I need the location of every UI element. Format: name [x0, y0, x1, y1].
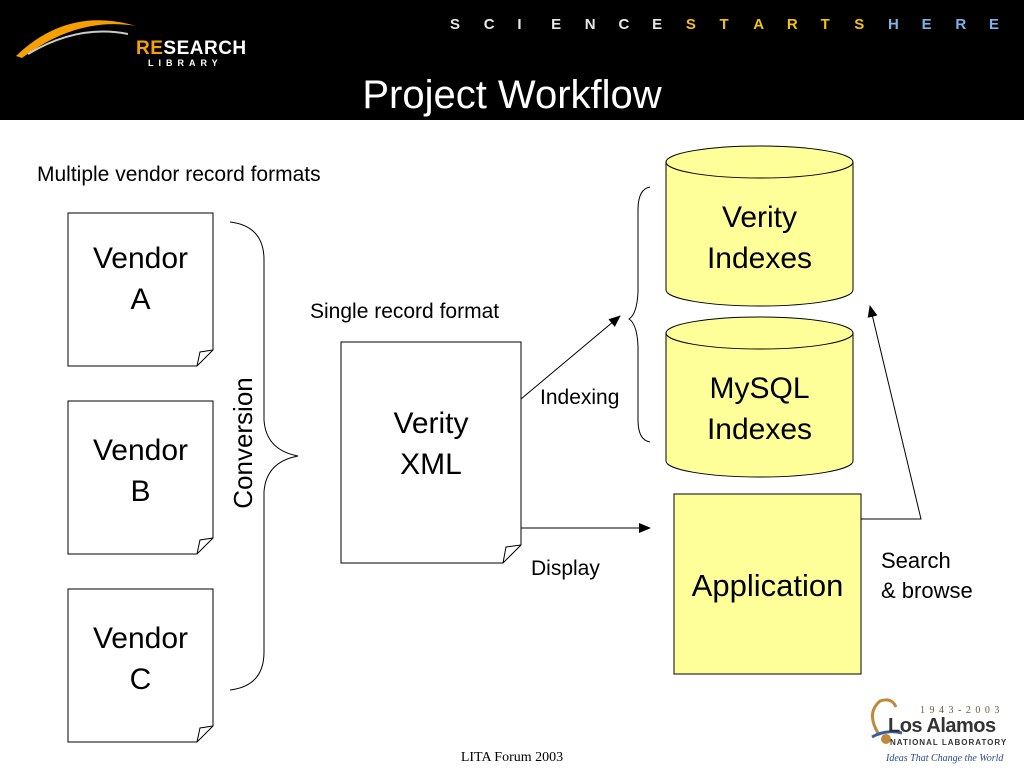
verity-xml-label: Verity XML [393, 407, 469, 481]
tagline-letter: H [887, 16, 899, 33]
svg-text:LIBRARY: LIBRARY [148, 58, 223, 68]
tagline-letter: T [719, 16, 729, 33]
tagline-letter: E [652, 16, 663, 33]
tagline-letter: S [685, 16, 696, 33]
indexing-label: Indexing [540, 386, 620, 409]
lanl-name: Los Alamos [888, 715, 996, 737]
application-label: Application [691, 568, 844, 603]
cylinder-fill [666, 162, 853, 290]
page-title: Project Workflow [362, 73, 662, 117]
cylinder-fill [666, 333, 853, 461]
tagline-letter: R [955, 16, 967, 33]
tagline-letter: N [584, 16, 596, 33]
tagline-letter: C [618, 16, 630, 33]
research-library-logo: RESEARCH LIBRARY [16, 20, 247, 68]
cylinder-top [665, 316, 854, 350]
vendor-c-document [67, 588, 214, 743]
header-bar [0, 0, 1024, 120]
display-label: Display [531, 557, 600, 580]
los-alamos-logo-icon [871, 698, 903, 744]
tagline-letter: T [820, 16, 830, 33]
tagline-letter: E [989, 16, 1000, 33]
tagline-letter: R [786, 16, 798, 33]
mysql-indexes-cylinder [665, 316, 854, 478]
multiple-formats-caption: Multiple vendor record formats [37, 163, 321, 186]
tagline-letter: E [921, 16, 932, 33]
lanl-slogan: Ideas That Change the World [886, 753, 1004, 764]
vendor-b-label: Vendor B [92, 434, 189, 508]
lanl-sub: NATIONAL LABORATORY [890, 738, 1008, 747]
tagline-letter: E [551, 16, 562, 33]
verity-xml-document [340, 341, 522, 564]
lanl-years: 1 9 4 3 - 2 0 0 3 [920, 705, 1001, 716]
index-brace [628, 186, 651, 443]
svg-text:RESEARCH: RESEARCH [136, 38, 247, 59]
vendor-c-label: Vendor C [92, 622, 189, 696]
footer-text: LITA Forum 2003 [460, 750, 564, 765]
conversion-brace [229, 221, 299, 691]
search-browse-label: Search & browse [881, 548, 973, 603]
cylinder-top [665, 145, 854, 179]
application-box [673, 493, 862, 675]
mysql-indexes-label: MySQL Indexes [706, 372, 813, 446]
indexing-arrow [520, 315, 621, 400]
verity-indexes-cylinder [665, 145, 854, 307]
vendor-a-label: Vendor A [92, 242, 189, 316]
tagline-letter: A [753, 16, 765, 33]
tagline-letter: S [854, 16, 865, 33]
search-browse-arrow [861, 305, 922, 520]
tagline-letter: S [450, 16, 461, 33]
vendor-b-document [67, 400, 214, 555]
los-alamos-logo: 1 9 4 3 - 2 0 0 3 Los Alamos NATIONAL LA… [862, 693, 1012, 773]
single-format-label: Single record format [310, 300, 500, 323]
conversion-label: Conversion [228, 377, 258, 509]
tagline-letter: I [517, 16, 522, 33]
tagline-letter: C [483, 16, 495, 33]
logo-swoosh-icon [16, 20, 136, 58]
vendor-a-document [67, 212, 214, 367]
verity-indexes-label: Verity Indexes [706, 201, 813, 275]
